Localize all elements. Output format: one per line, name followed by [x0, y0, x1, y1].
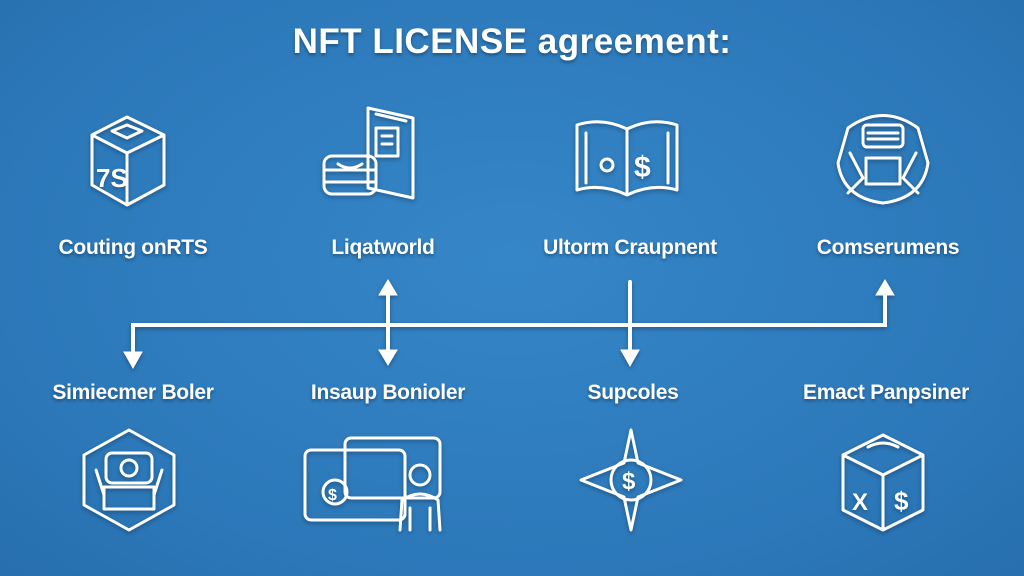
horizontal-connector: [131, 290, 887, 362]
compass-coin-icon: $: [576, 425, 686, 535]
svg-text:X: X: [852, 489, 868, 516]
label-simiecmer-boler: Simiecmer Boler: [52, 381, 214, 404]
label-emact-panpsiner: Emact Panpsiner: [803, 381, 969, 404]
arrow-down-right: [620, 349, 640, 368]
hexagon-machine-icon: [74, 425, 184, 535]
label-ultorm-craupnent: Ultorm Craupnent: [543, 236, 717, 259]
label-liqatworld: Liqatworld: [331, 236, 435, 259]
svg-text:$: $: [622, 468, 636, 495]
svg-text:$: $: [894, 486, 909, 516]
svg-text:7S: 7S: [96, 163, 128, 193]
arrow-down-center: [378, 349, 398, 366]
arrow-down-left: [123, 351, 143, 370]
page-title: NFT LICENSE agreement:: [292, 22, 732, 61]
label-comserumens: Comserumens: [816, 236, 960, 259]
label-insaup-bonioler: Insaup Bonioler: [310, 381, 466, 404]
cube-icon: 7S: [72, 105, 182, 215]
arrow-up-right: [875, 279, 895, 296]
wallet-device-icon: [318, 98, 428, 208]
cube-currency-icon: X$: [828, 425, 938, 535]
label-couting-onrts: Couting onRTS: [58, 236, 208, 259]
open-book-icon: $: [572, 105, 682, 215]
cards-person-icon: $: [300, 430, 450, 540]
svg-text:$: $: [328, 487, 337, 504]
robot-console-icon: [828, 103, 938, 213]
label-supcoles: Supcoles: [587, 381, 679, 404]
svg-text:$: $: [634, 151, 651, 184]
arrow-up-center: [378, 279, 398, 296]
